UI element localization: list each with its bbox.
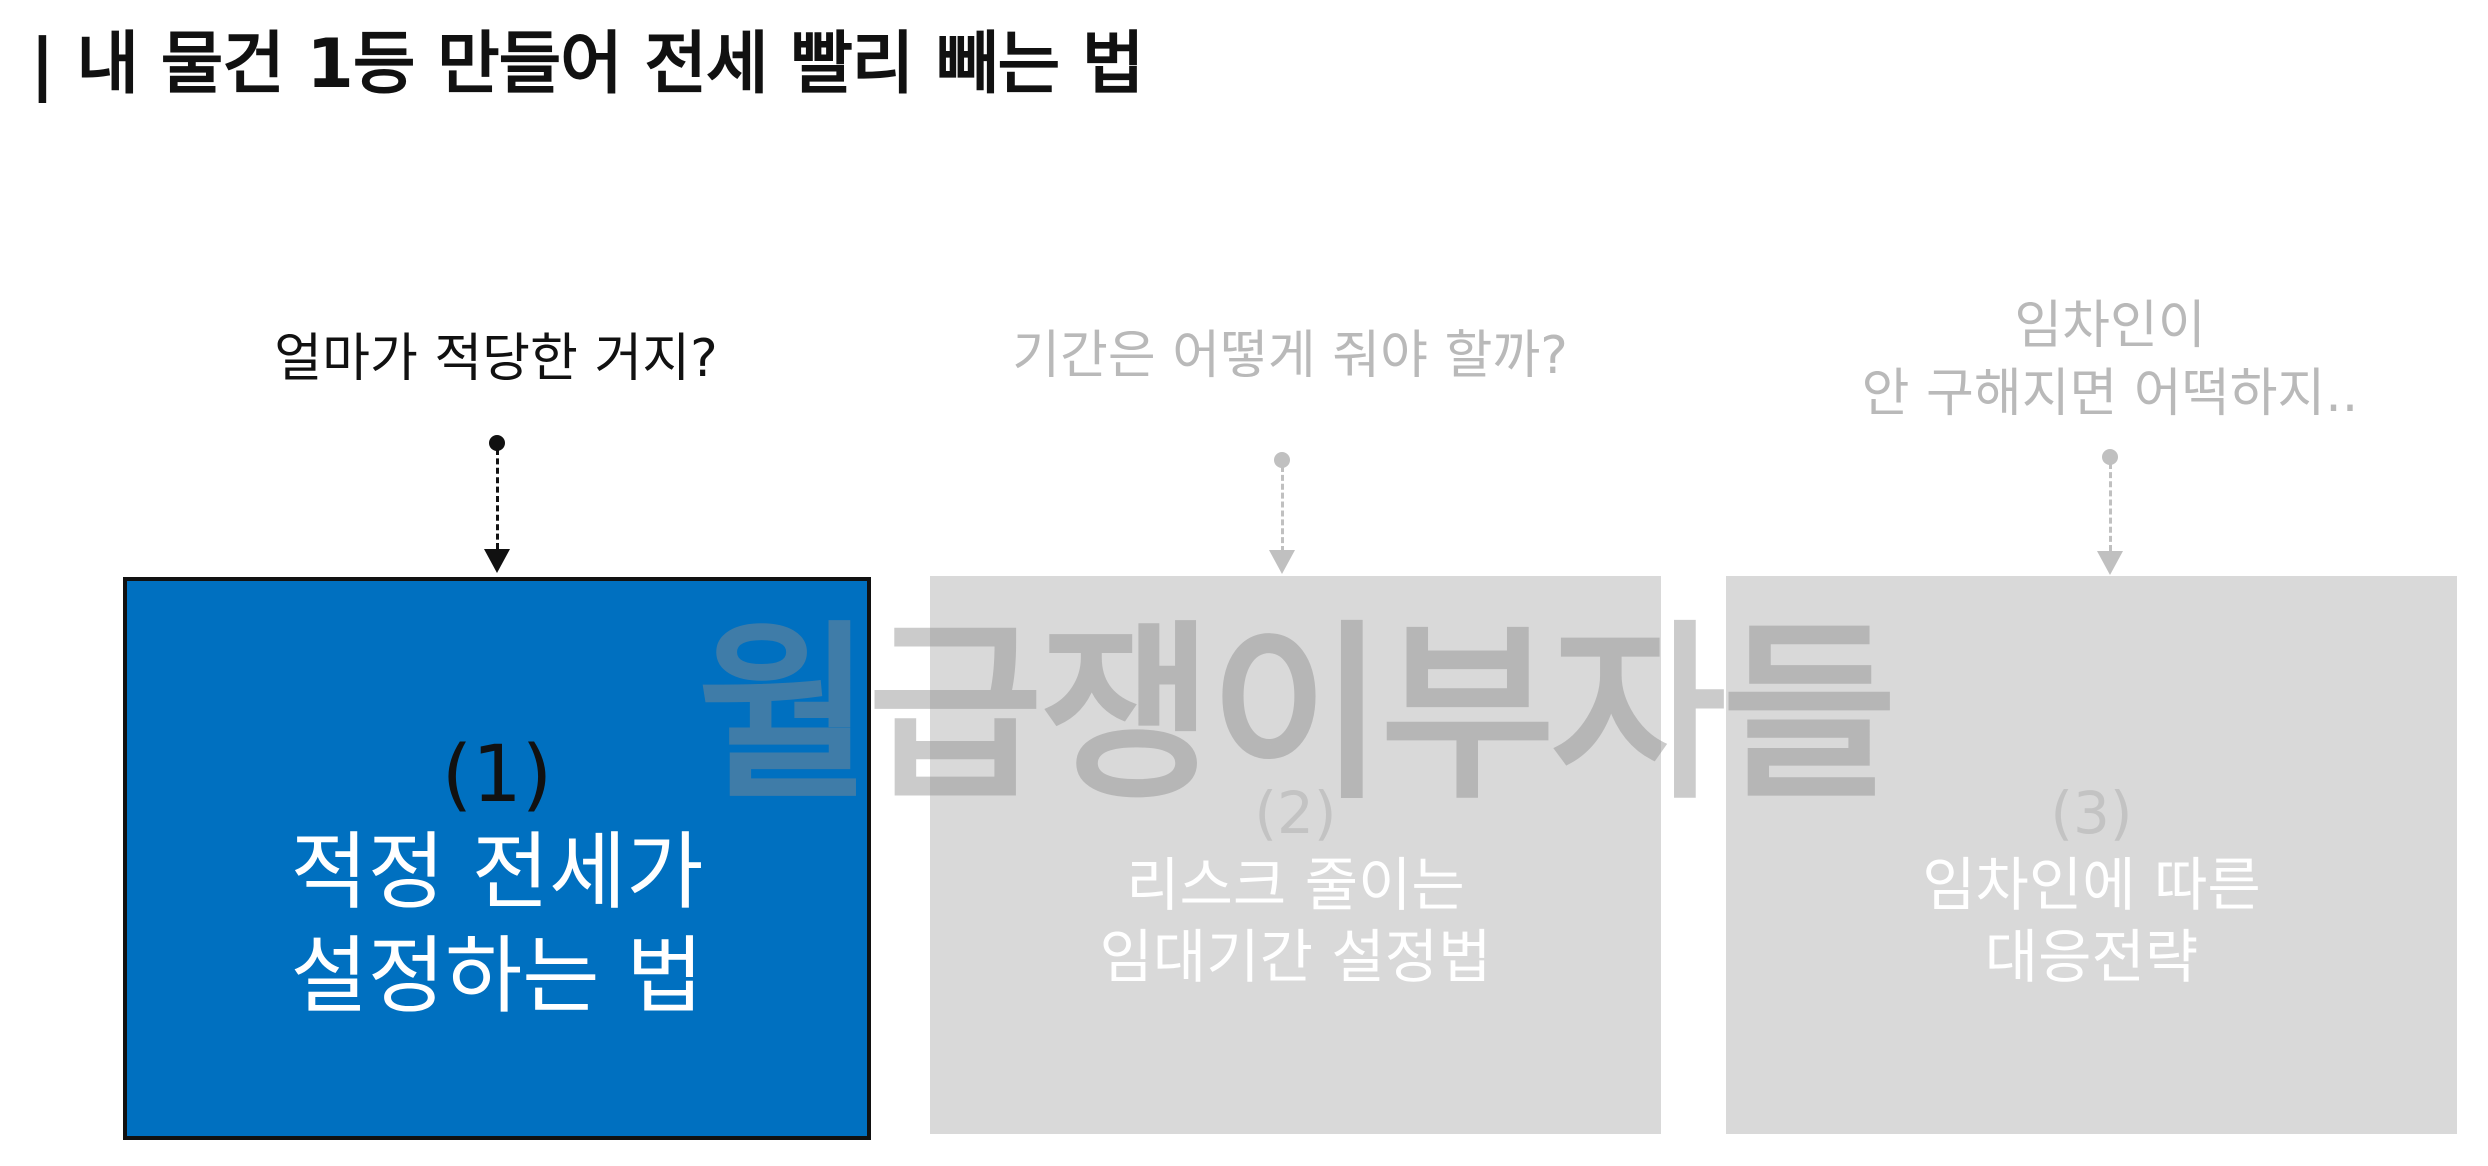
arrow-down-icon — [1269, 550, 1295, 574]
page-title: | 내 물건 1등 만들어 전세 빨리 빼는 법 — [30, 25, 1144, 104]
step-2-label-line-2: 임대기간 설정법 — [1099, 923, 1492, 991]
watermark: 월급쟁이부자들 — [697, 604, 1897, 825]
step-1-box: (1) 적정 전세가 설정하는 법 — [123, 577, 871, 1140]
step-3-question: 임차인이 안 구해지면 어떡하지.. — [1810, 292, 2410, 428]
step-1-label-line-1: 적정 전세가 — [290, 822, 704, 921]
step-1-label-line-2: 설정하는 법 — [290, 926, 704, 1025]
connector-dot — [1274, 452, 1290, 468]
step-1-connector-arrow — [482, 435, 512, 577]
step-1-question: 얼마가 적당한 거지? — [196, 325, 796, 393]
step-2-label-line-1: 리스크 줄이는 — [1126, 851, 1465, 919]
step-2-number: (2) — [1254, 779, 1337, 847]
arrow-down-icon — [2097, 551, 2123, 575]
step-2-connector-arrow — [1267, 452, 1297, 577]
connector-dot — [489, 435, 505, 451]
connector-dashed-line — [496, 449, 499, 549]
step-2-question: 기간은 어떻게 줘야 할까? — [980, 322, 1600, 390]
step-3-number: (3) — [2050, 779, 2133, 847]
step-3-box: (3) 임차인에 따른 대응전략 — [1726, 576, 2457, 1134]
connector-dot — [2102, 449, 2118, 465]
arrow-down-icon — [484, 549, 510, 573]
step-3-question-line-2: 안 구해지면 어떡하지.. — [1861, 364, 2359, 424]
connector-dashed-line — [1281, 466, 1284, 552]
step-3-connector-arrow — [2095, 449, 2125, 577]
step-3-label-line-1: 임차인에 따른 — [1922, 851, 2261, 919]
step-3-label-line-2: 대응전략 — [1984, 923, 2199, 991]
connector-dashed-line — [2109, 463, 2112, 551]
step-2-question-line: 기간은 어떻게 줘야 할까? — [1012, 326, 1568, 386]
step-2-box: (2) 리스크 줄이는 임대기간 설정법 — [930, 576, 1661, 1134]
step-3-question-line-1: 임차인이 — [2014, 296, 2206, 356]
step-1-question-line: 얼마가 적당한 거지? — [274, 329, 718, 389]
step-1-number: (1) — [441, 729, 553, 820]
